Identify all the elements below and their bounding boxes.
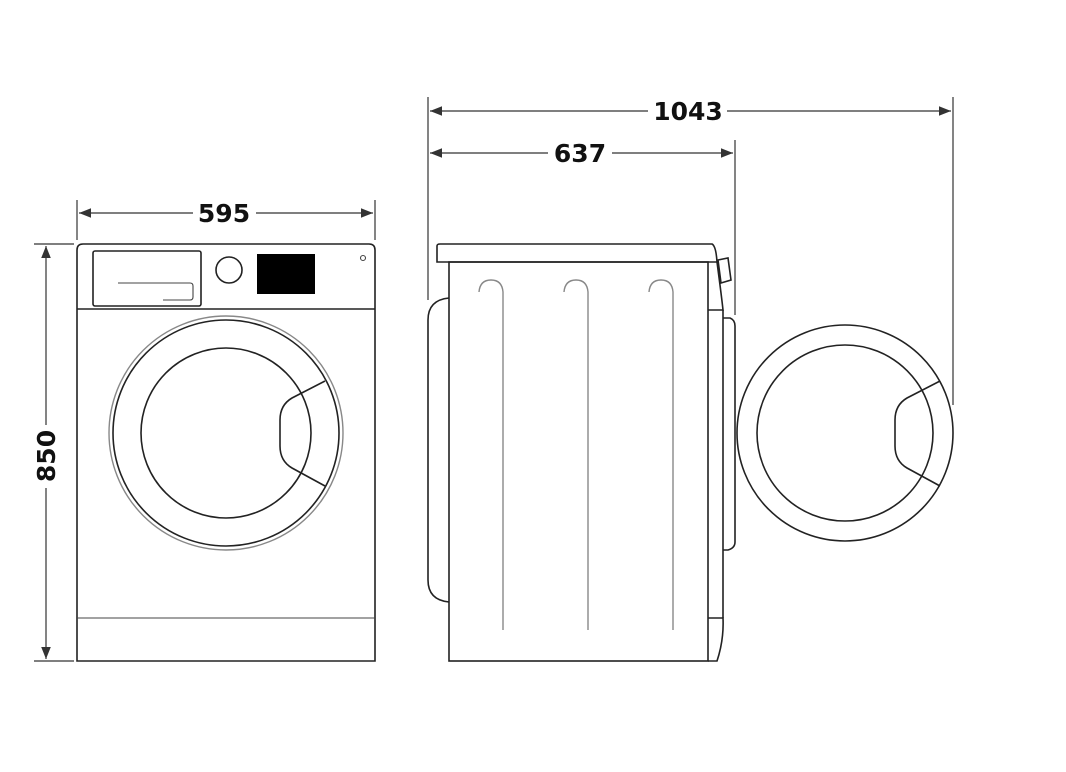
- depth-label: 637: [554, 139, 606, 168]
- door-profile: [723, 317, 736, 551]
- open-door-ring: [736, 324, 954, 542]
- front-body: [76, 243, 376, 662]
- top-plate: [436, 243, 718, 263]
- dimension-height: 850: [32, 243, 74, 662]
- width-label: 595: [198, 199, 250, 228]
- program-knob: [215, 256, 243, 284]
- side-view: [427, 243, 954, 662]
- detergent-drawer: [92, 250, 202, 307]
- door-ring: [112, 319, 340, 547]
- side-groove: [648, 279, 674, 630]
- open-door-handle: [894, 380, 941, 487]
- side-groove: [563, 279, 589, 630]
- indicator-light: [359, 254, 367, 262]
- front-panel-edge: [708, 261, 724, 662]
- door-handle: [279, 380, 326, 487]
- depth-door-open-label: 1043: [653, 97, 723, 126]
- side-body: [448, 261, 709, 662]
- side-knob: [717, 257, 732, 285]
- display-screen: [257, 254, 315, 294]
- front-view: [76, 243, 376, 662]
- door-glass: [140, 347, 312, 519]
- side-groove: [478, 279, 504, 630]
- height-label: 850: [32, 430, 61, 482]
- drawer-handle: [118, 282, 194, 301]
- dimension-width: 595: [76, 199, 376, 240]
- door-outer-rim: [108, 315, 344, 551]
- rear-bulge: [427, 297, 450, 603]
- open-door-glass: [756, 344, 934, 522]
- dimension-depth: 637 1043: [427, 97, 954, 405]
